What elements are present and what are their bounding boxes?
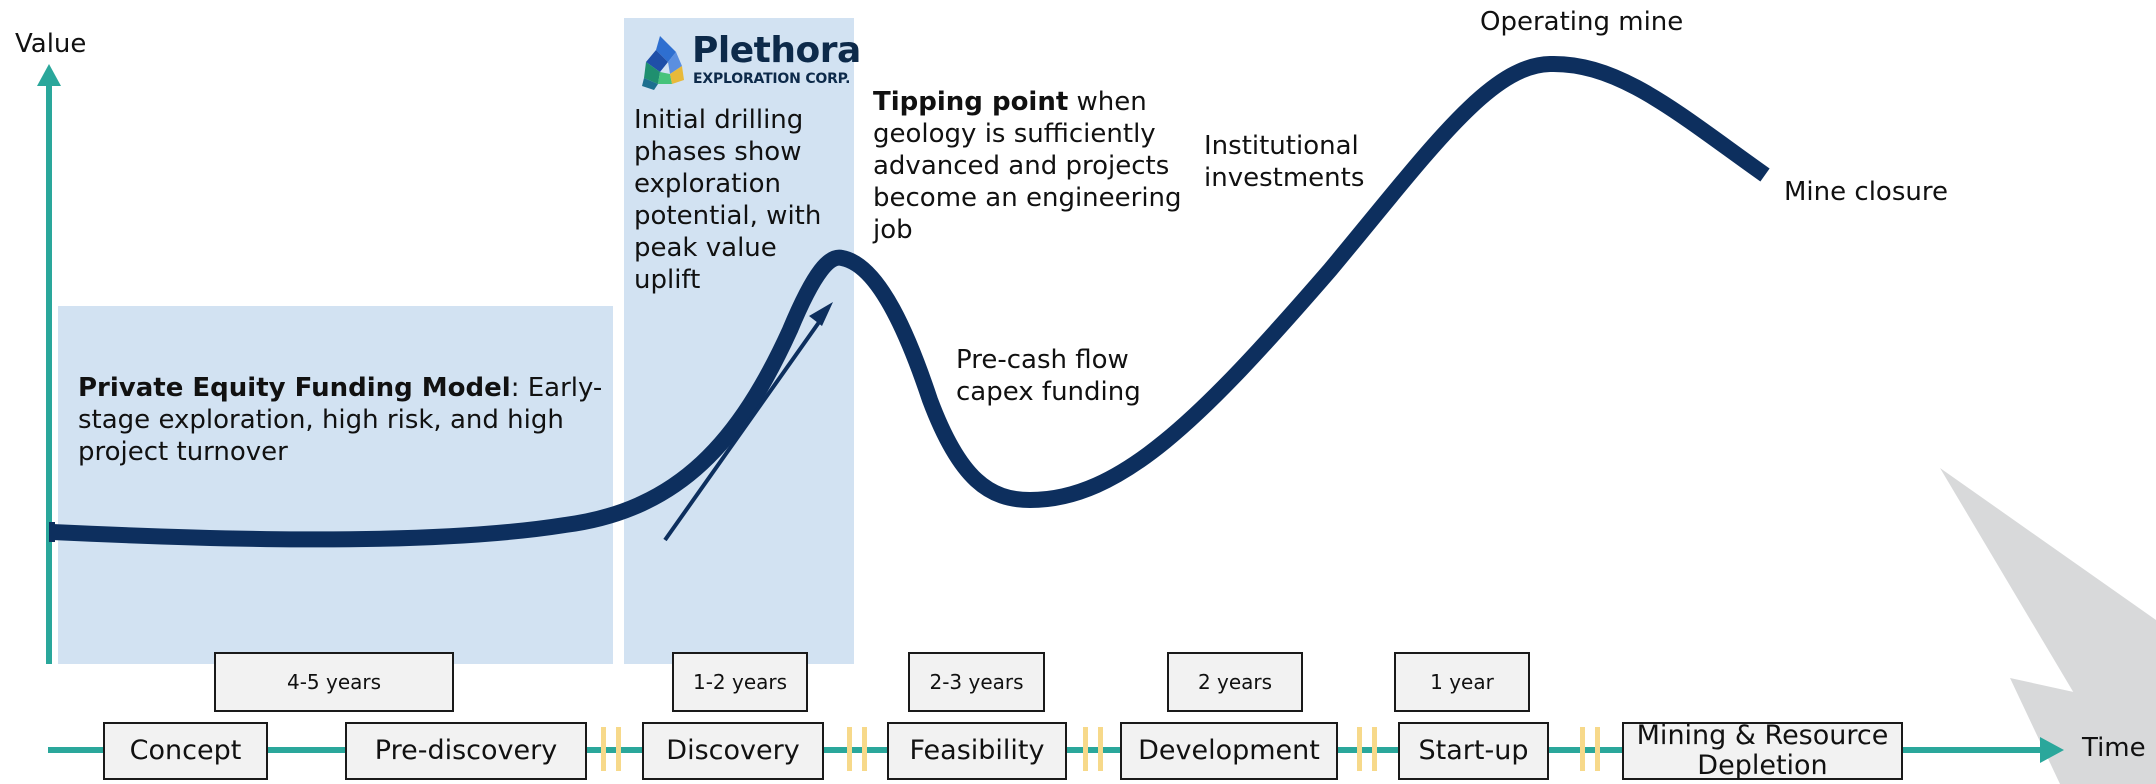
pe-annotation-line1: Private Equity Funding Model: Early-: [78, 372, 602, 404]
tipping-annotation-rest: when: [1068, 87, 1147, 117]
duration-box-startup: 1 year: [1394, 652, 1530, 712]
time-axis-arrow: [2040, 737, 2064, 763]
tipping-annotation-line1: Tipping point when: [873, 86, 1147, 118]
axis-break-3a: [1083, 727, 1088, 771]
axis-break-5b: [1595, 727, 1600, 771]
duration-box-development: 2 years: [1167, 652, 1303, 712]
decorative-shape-lower: [2010, 678, 2156, 784]
duration-box-feasibility: 2-3 years: [908, 652, 1045, 712]
axis-break-4b: [1372, 727, 1377, 771]
logo-subtitle: EXPLORATION CORP.: [693, 71, 851, 87]
value-curve: [51, 55, 1770, 548]
stage-box-startup: Start-up: [1398, 722, 1549, 780]
discovery-highlight-panel: [624, 18, 854, 664]
y-axis-label: Value: [15, 29, 87, 59]
axis-break-1a: [601, 727, 606, 771]
uplift-arrow-line: [663, 316, 824, 542]
stage-box-pre-discovery: Pre-discovery: [345, 722, 587, 780]
value-axis-arrow: [37, 64, 61, 86]
tipping-annotation-line5: job: [873, 215, 913, 245]
drilling-annotation-line2: phases show: [634, 137, 802, 167]
plethora-logo-icon: [642, 36, 684, 90]
stage-box-feasibility: Feasibility: [887, 722, 1067, 780]
duration-box-concept: 4-5 years: [214, 652, 454, 712]
institutional-annotation-line1: Institutional: [1204, 131, 1359, 161]
logo-name: Plethora: [692, 30, 861, 71]
axis-break-5a: [1580, 727, 1585, 771]
tipping-annotation-bold: Tipping point: [873, 87, 1069, 117]
x-axis-label: Time: [2082, 733, 2146, 763]
pe-annotation-line3: project turnover: [78, 437, 288, 467]
mine-closure-label: Mine closure: [1784, 177, 1948, 207]
uplift-arrow-head: [809, 302, 833, 326]
tipping-annotation-line2: geology is sufficiently: [873, 119, 1156, 149]
capex-annotation-line1: Pre-cash flow: [956, 345, 1129, 375]
stage-box-development: Development: [1120, 722, 1338, 780]
tipping-annotation-line4: become an engineering: [873, 183, 1182, 213]
axis-break-3b: [1098, 727, 1103, 771]
drilling-annotation-line3: exploration: [634, 169, 781, 199]
drilling-annotation-line6: uplift: [634, 265, 701, 295]
axis-break-2b: [862, 727, 867, 771]
pe-annotation-rest: : Early-: [510, 373, 603, 403]
private-equity-panel: [58, 306, 613, 664]
pe-annotation-bold: Private Equity Funding Model: [78, 373, 511, 403]
institutional-annotation-line2: investments: [1204, 163, 1365, 193]
axis-break-1b: [616, 727, 621, 771]
tipping-annotation-line3: advanced and projects: [873, 151, 1170, 181]
pe-annotation-line2: stage exploration, high risk, and high: [78, 405, 564, 435]
stage-box-discovery: Discovery: [642, 722, 824, 780]
axis-break-2a: [847, 727, 852, 771]
drilling-annotation-line1: Initial drilling: [634, 105, 804, 135]
drilling-annotation-line4: potential, with: [634, 201, 822, 231]
stage-box-concept: Concept: [103, 722, 268, 780]
duration-box-discovery: 1-2 years: [672, 652, 808, 712]
capex-annotation-line2: capex funding: [956, 377, 1141, 407]
operating-mine-label: Operating mine: [1480, 7, 1684, 37]
axis-break-4a: [1357, 727, 1362, 771]
stage-box-mining-depletion: Mining & Resource Depletion: [1622, 721, 1903, 781]
drilling-annotation-line5: peak value: [634, 233, 777, 263]
